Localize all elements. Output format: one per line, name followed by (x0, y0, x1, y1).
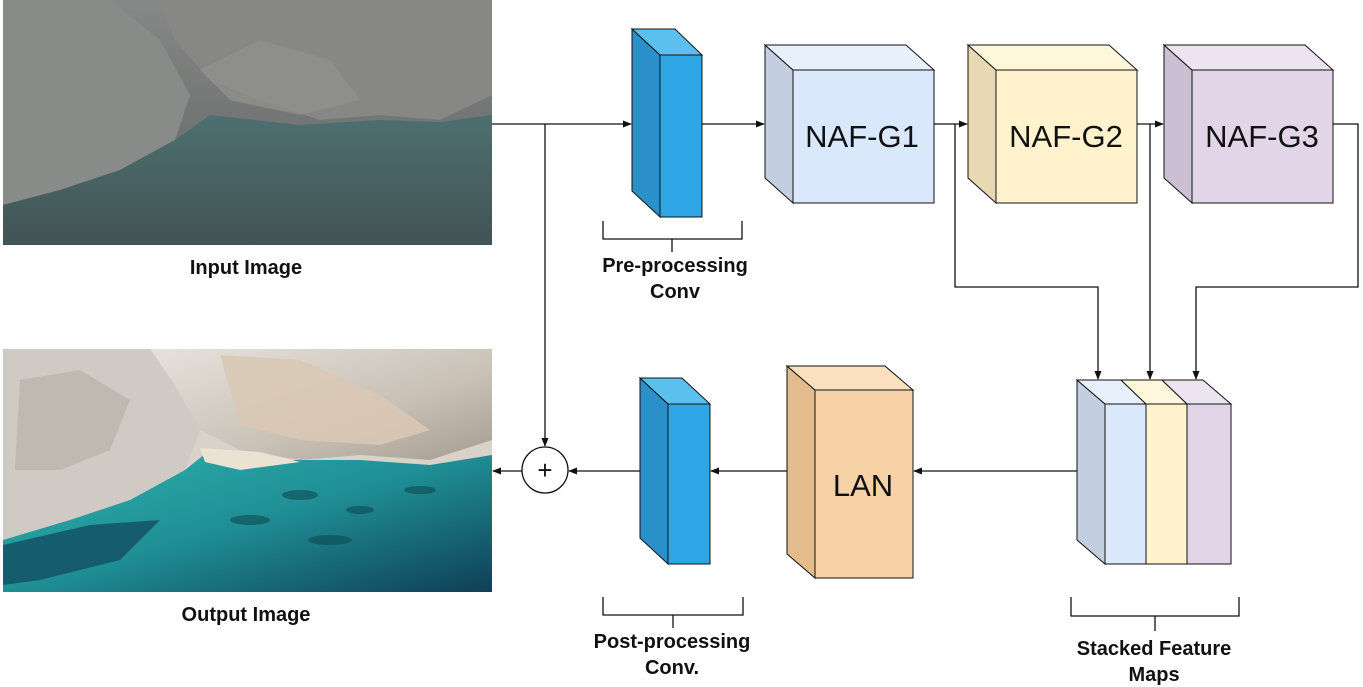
post-conv-bracket (602, 597, 744, 628)
post-conv-label-line1: Post-processing (594, 631, 751, 653)
add-node (521, 446, 569, 494)
lan-label: LAN (833, 468, 893, 503)
pre-conv-label-line1: Pre-processing (602, 255, 748, 277)
output-image (3, 349, 492, 592)
pre-processing-conv-block (630, 27, 704, 219)
naf-g1-block (763, 43, 936, 205)
input-image (3, 0, 492, 245)
naf-g2-label: NAF-G2 (1009, 119, 1123, 154)
post-processing-conv-block (638, 376, 712, 566)
pre-conv-bracket (602, 221, 743, 252)
lan-block (785, 364, 915, 580)
naf-g3-block (1162, 43, 1335, 205)
output-image-label: Output Image (182, 604, 311, 626)
add-symbol: + (537, 455, 552, 485)
naf-g2-block (966, 43, 1139, 205)
stacked-label-line1: Stacked Feature (1077, 638, 1232, 660)
naf-g3-label: NAF-G3 (1205, 119, 1319, 154)
arrow-nafg3-to-stack (1192, 123, 1359, 380)
naf-g1-label: NAF-G1 (805, 119, 919, 154)
input-image-label: Input Image (190, 257, 302, 279)
arrow-nafg1-to-stack (954, 124, 1102, 380)
pre-conv-label-line2: Conv (650, 281, 701, 303)
stacked-feature-maps (1075, 378, 1233, 566)
stacked-label-line2: Maps (1128, 664, 1179, 686)
connectors (492, 120, 1359, 475)
post-conv-label-line2: Conv. (645, 657, 699, 679)
stacked-bracket (1070, 597, 1240, 631)
